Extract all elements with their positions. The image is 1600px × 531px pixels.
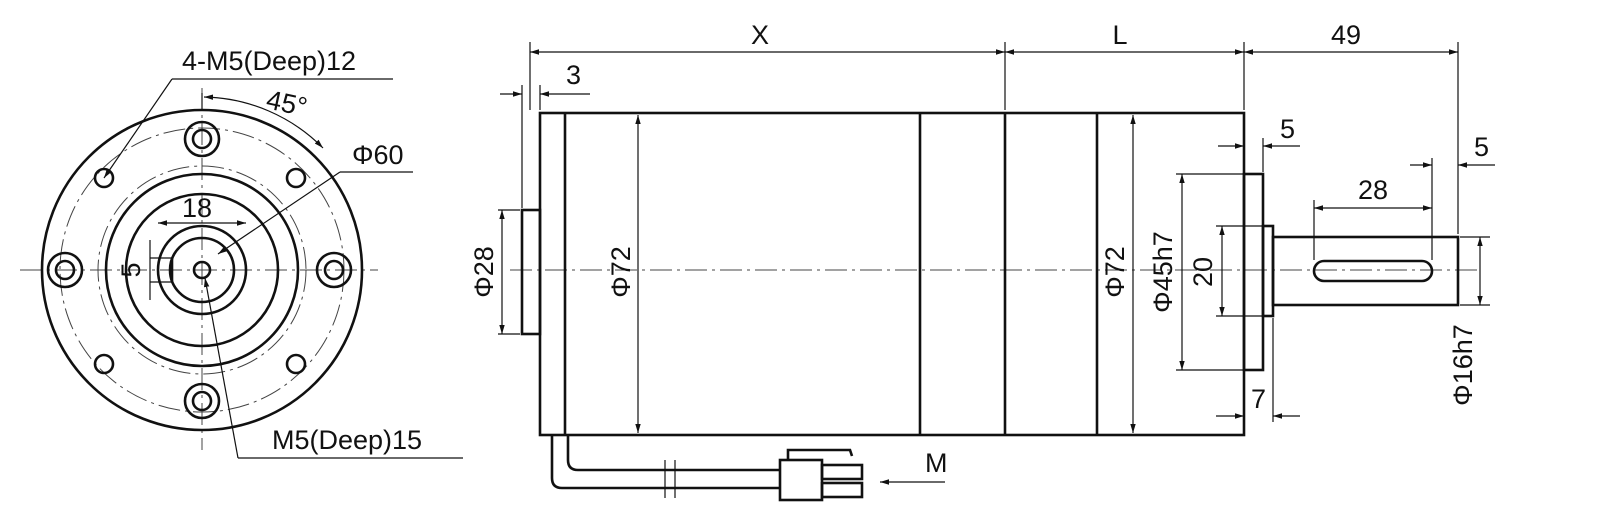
dim-3-text: 3 <box>566 60 581 90</box>
dim-pilot-depth-text: 5 <box>1280 114 1295 144</box>
tapped-holes <box>93 167 307 375</box>
cable-lower <box>550 435 780 490</box>
dim-pilot-dia-text: Φ45h7 <box>1148 231 1178 313</box>
dim-shaft-dia-text: Φ16h7 <box>1448 324 1478 406</box>
connector-pin-1 <box>820 463 864 481</box>
dim-gear-dia-text: Φ72 <box>1100 246 1130 298</box>
hole-callout-leader <box>103 78 173 179</box>
dim-shoulder-text: 20 <box>1188 257 1218 287</box>
dim-28-text: Φ28 <box>469 246 499 298</box>
front-view: 4-M5(Deep)12 45° Φ60 18 5 M5(Deep)15 <box>20 46 463 459</box>
angle-dimension-arc <box>203 94 324 149</box>
hole-callout-text: 4-M5(Deep)12 <box>182 46 356 76</box>
connector-text: M <box>925 448 948 478</box>
side-view: M X L 49 3 Φ28 Φ72 Φ72 Φ45h7 <box>469 20 1495 502</box>
inner-bolt-circle <box>97 165 307 375</box>
connector-pin-2 <box>820 481 864 499</box>
dim-key-offset-text: 5 <box>1474 132 1489 162</box>
shaft-width-text: 18 <box>182 193 212 223</box>
center-hole-leader <box>203 277 239 459</box>
pcd-text: Φ60 <box>352 140 404 170</box>
dim-49-text: 49 <box>1331 20 1361 50</box>
dim-motor-dia-text: Φ72 <box>606 246 636 298</box>
center-hole <box>192 260 212 280</box>
shaft-outline <box>168 236 236 304</box>
shaft-shoulder <box>1261 224 1275 318</box>
output-shaft <box>1271 235 1460 307</box>
dim-key-length-text: 28 <box>1358 175 1388 205</box>
key-slot <box>1312 259 1434 283</box>
shoulder-outline <box>156 224 248 316</box>
cable-upper <box>566 435 780 472</box>
gear-outline <box>104 172 300 368</box>
key-height-text: 5 <box>116 262 146 277</box>
angle-text: 45° <box>264 85 310 123</box>
connector-latch <box>786 448 854 460</box>
dim-x-text: X <box>751 20 769 50</box>
dim-7-text: 7 <box>1251 384 1266 414</box>
motor-body <box>538 111 1246 437</box>
pilot-outline <box>124 192 280 348</box>
pilot <box>1242 172 1265 372</box>
connector-housing <box>778 458 824 502</box>
center-hole-text: M5(Deep)15 <box>272 425 422 455</box>
rear-boss <box>520 208 542 336</box>
pcd-leader <box>217 171 341 255</box>
dim-l-text: L <box>1112 20 1127 50</box>
